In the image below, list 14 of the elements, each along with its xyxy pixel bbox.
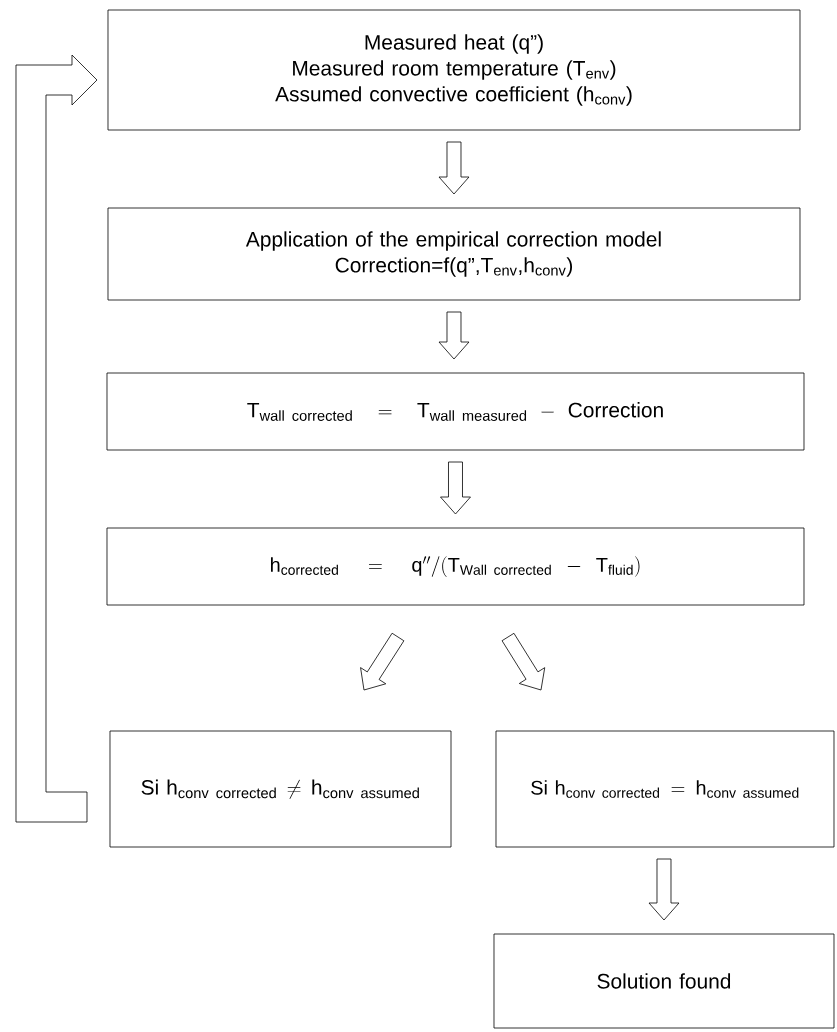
block-arrow xyxy=(438,141,470,195)
process-box: Solution found xyxy=(493,933,835,1029)
block-arrow xyxy=(438,311,470,360)
block-arrow xyxy=(501,632,546,691)
block-arrow xyxy=(648,858,680,921)
process-box: $\mathrm{h}_{\mathrm{corrected}}=\mathrm{q}''/(\mathrm{T}_{\mathrm{Wall\ corrected}}-\mathrm{T}_{\mathrm{fluid}})$ xyxy=(106,527,805,606)
process-box: $\mathrm{T}_{\mathrm{wall\ corrected}}=\mathrm{T}_{\mathrm{wall\ measured}}-\mathrm{Correction}$ xyxy=(106,372,805,451)
process-box: Application of the empirical correction model Correction=f(q”,T$_{env}$,h$_{conv}$) xyxy=(107,207,801,301)
block-arrow xyxy=(360,632,405,691)
process-box: $\mathrm{Si\ h}_{\mathrm{conv\ corrected}}\neq\mathrm{h}_{\mathrm{conv\ assumed}}$ xyxy=(109,730,452,848)
block-arrow xyxy=(15,54,98,823)
process-box: $\mathrm{Si\ h}_{\mathrm{conv\ corrected}}=\mathrm{h}_{\mathrm{conv\ assumed}}$ xyxy=(495,730,835,848)
process-box: Measured heat (q”) Measured room temperature (T$_{env}$) Assumed convective coefficient (h$_{conv}$) xyxy=(107,9,801,131)
block-arrow xyxy=(440,461,471,515)
